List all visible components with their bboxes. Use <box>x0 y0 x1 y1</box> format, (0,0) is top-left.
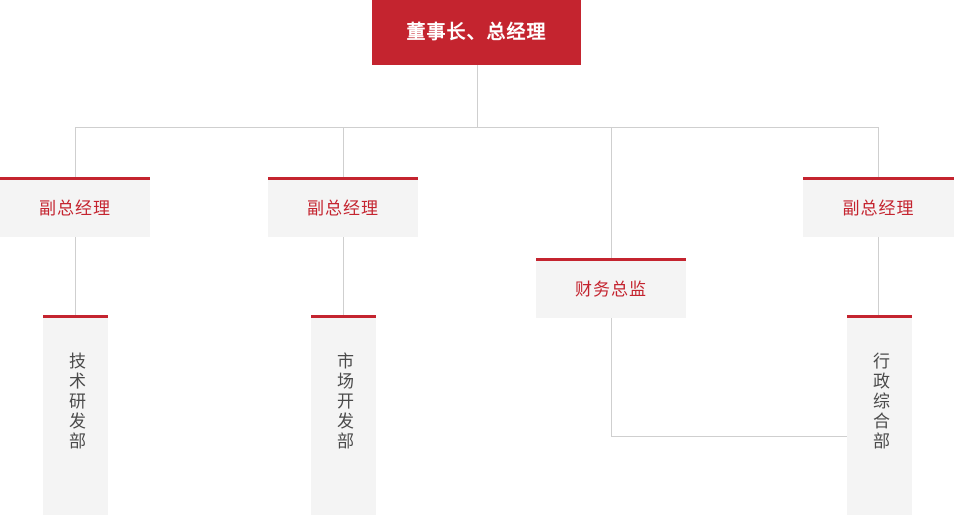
node-label: 副总经理 <box>842 199 915 218</box>
node-label: 市场开发部 <box>334 352 353 452</box>
connector-finance-elbow-vertical <box>611 318 612 436</box>
connector-vgm3-to-admin-dept <box>878 237 879 315</box>
node-label: 技术研发部 <box>66 352 85 452</box>
connector-drop-vgm-2 <box>343 127 344 177</box>
node-finance-director[interactable]: 财务总监 <box>536 258 686 318</box>
connector-vgm2-to-market-dept <box>343 237 344 315</box>
node-label: 副总经理 <box>307 199 379 218</box>
connector-drop-vgm-1 <box>75 127 76 177</box>
node-dept-administration[interactable]: 行政综合部 <box>847 315 912 515</box>
node-label: 行政综合部 <box>870 352 889 452</box>
node-label: 副总经理 <box>39 199 111 218</box>
connector-drop-vgm-3 <box>878 127 879 177</box>
node-vice-general-manager-2[interactable]: 副总经理 <box>268 177 418 237</box>
connector-vgm1-to-rnd-dept <box>75 237 76 315</box>
node-vice-general-manager-3[interactable]: 副总经理 <box>803 177 954 237</box>
node-dept-market-development[interactable]: 市场开发部 <box>311 315 376 515</box>
node-chairman-general-manager[interactable]: 董事长、总经理 <box>372 0 581 65</box>
connector-root-stem <box>477 65 478 127</box>
connector-finance-elbow-horizontal <box>611 436 850 437</box>
connector-drop-finance-director <box>611 127 612 258</box>
node-vice-general-manager-1[interactable]: 副总经理 <box>0 177 150 237</box>
node-label: 财务总监 <box>575 280 647 299</box>
node-dept-technology-rnd[interactable]: 技术研发部 <box>43 315 108 515</box>
connector-horizontal-bus <box>75 127 879 128</box>
node-label: 董事长、总经理 <box>406 22 547 43</box>
